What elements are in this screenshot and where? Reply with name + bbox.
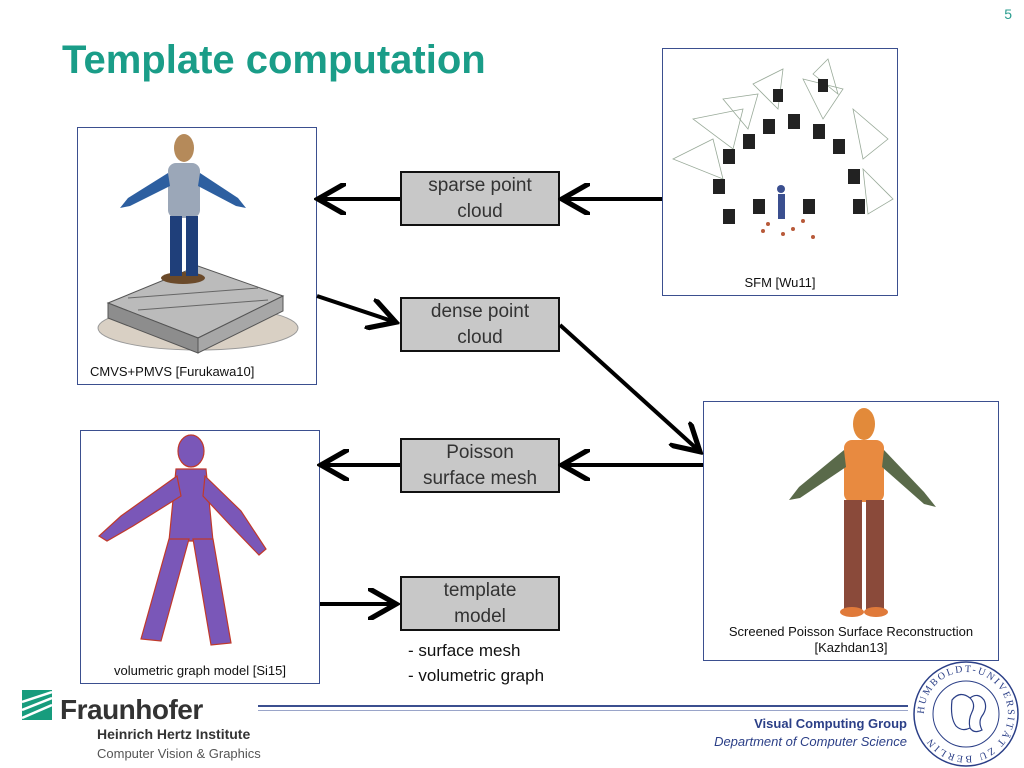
step-sparse-point-cloud: sparse point cloud — [400, 171, 560, 226]
step-poisson-label: Poisson surface mesh — [422, 441, 538, 489]
step-sparse-label: sparse point cloud — [428, 174, 532, 222]
step-poisson-surface-mesh: Poisson surface mesh — [400, 438, 560, 493]
arrow-dense-to-poisson — [558, 323, 697, 449]
slide-number: 5 — [1004, 6, 1012, 22]
sfm-image-panel: SFM [Wu11] — [662, 48, 898, 296]
poisson-caption-line2: [Kazhdan13] — [814, 640, 888, 655]
slide-title: Template computation — [62, 38, 486, 82]
cmvs-caption: CMVS+PMVS [Furukawa10] — [90, 364, 255, 379]
fraunhofer-logo-icon — [22, 690, 52, 720]
visual-computing-group: Visual Computing Group — [754, 716, 907, 731]
sfm-camera-figure — [672, 58, 894, 239]
step-dense-label: dense point cloud — [430, 300, 530, 348]
step-template-model: template model — [400, 576, 560, 631]
arrow-cmvs-to-dense — [316, 294, 392, 321]
template-note-volumetric-graph: - volumetric graph — [408, 666, 545, 685]
poisson-mesh-figure — [789, 408, 936, 617]
volumetric-graph-figure — [98, 434, 267, 646]
sfm-caption: SFM [Wu11] — [744, 275, 816, 290]
institute-name: Heinrich Hertz Institute — [97, 726, 251, 742]
poisson-caption-line1: Screened Poisson Surface Reconstruction — [728, 624, 974, 639]
cmvs-image-panel: CMVS+PMVS [Furukawa10] — [77, 127, 317, 385]
volumetric-caption: volumetric graph model [Si15] — [114, 663, 286, 678]
poisson-caption: Screened Poisson Surface Reconstruction … — [704, 624, 998, 656]
humboldt-seal-icon: HUMBOLDT-UNIVERSITÄT ZU BERLIN — [913, 661, 1019, 767]
template-note-surface-mesh: - surface mesh — [408, 641, 521, 660]
template-notes: - surface mesh - volumetric graph — [408, 638, 544, 688]
footer-divider — [258, 705, 908, 707]
footer-divider-thin — [258, 710, 908, 711]
step-dense-point-cloud: dense point cloud — [400, 297, 560, 352]
poisson-image-panel: Screened Poisson Surface Reconstruction … — [703, 401, 999, 661]
volumetric-image-panel: volumetric graph model [Si15] — [80, 430, 320, 684]
step-template-label: template model — [443, 579, 517, 627]
department-computer-science: Department of Computer Science — [714, 734, 907, 749]
cmvs-reconstruction-figure — [97, 134, 299, 354]
fraunhofer-name: Fraunhofer — [60, 694, 203, 725]
department-name: Computer Vision & Graphics — [97, 746, 261, 761]
